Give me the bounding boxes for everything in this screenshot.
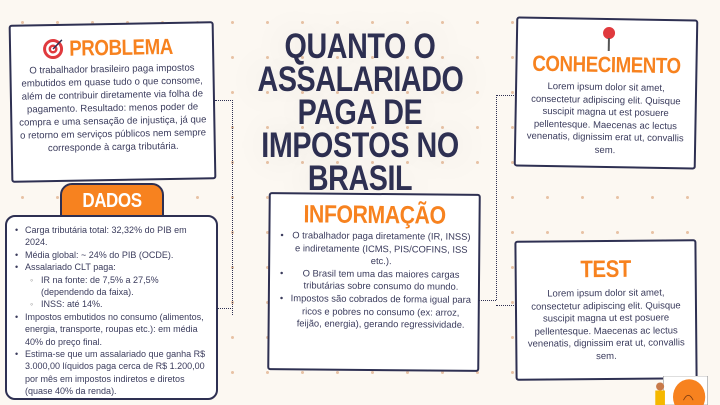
dados-item: Assalariado CLT paga: <box>13 261 210 274</box>
target-icon <box>42 39 63 60</box>
informacao-card: INFORMAÇÃO O trabalhador paga diretament… <box>267 192 481 372</box>
problema-card: PROBLEMA O trabalhador brasileiro paga i… <box>8 21 217 183</box>
pushpin-icon <box>603 27 616 52</box>
connector-line <box>496 95 497 300</box>
connector-line <box>232 100 233 315</box>
dados-subitem: INSS: até 14%. <box>13 298 210 311</box>
problema-text: O trabalhador brasileiro paga impostos e… <box>19 62 207 155</box>
dados-item: Carga tributária total: 32,32% do PIB em… <box>13 224 210 249</box>
informacao-heading: INFORMAÇÃO <box>303 200 446 230</box>
conhecimento-card: CONHECIMENTO Lorem ipsum dolor sit amet,… <box>513 16 699 170</box>
test-text: Lorem ipsum dolor sit amet, consectetur … <box>527 287 685 362</box>
lightbulb-illustration <box>655 376 708 405</box>
dados-item: Estima-se que um assalariado que ganha R… <box>13 348 210 398</box>
dados-item: Impostos embutidos no consumo (alimentos… <box>13 311 210 348</box>
informacao-item: O trabalhador paga diretamente (IR, INSS… <box>270 229 478 269</box>
dados-heading: DADOS <box>82 190 142 212</box>
dados-subitem: IR na fonte: de 7,5% a 27,5% (dependendo… <box>13 274 210 299</box>
page-title: QUANTO O ASSALARIADO PAGA DE IMPOSTOS NO… <box>257 27 464 198</box>
connector-line <box>218 308 233 309</box>
dados-card: Carga tributária total: 32,32% do PIB em… <box>5 215 218 400</box>
conhecimento-heading: CONHECIMENTO <box>532 50 681 79</box>
connector-line <box>478 300 496 301</box>
connector-line <box>496 305 516 306</box>
test-card: TEST Lorem ipsum dolor sit amet, consect… <box>514 239 698 381</box>
dados-item: Média global: ~ 24% do PIB (OCDE). <box>13 249 210 262</box>
test-heading: TEST <box>580 255 631 284</box>
informacao-item: Impostos são cobrados de forma igual par… <box>270 292 478 332</box>
conhecimento-text: Lorem ipsum dolor sit amet, consectetur … <box>526 80 684 156</box>
connector-line <box>215 100 233 101</box>
problema-heading: PROBLEMA <box>68 33 173 61</box>
informacao-item: O Brasil tem uma das maiores cargas trib… <box>270 267 478 294</box>
dados-tab: DADOS <box>60 183 164 221</box>
connector-line <box>496 95 516 96</box>
